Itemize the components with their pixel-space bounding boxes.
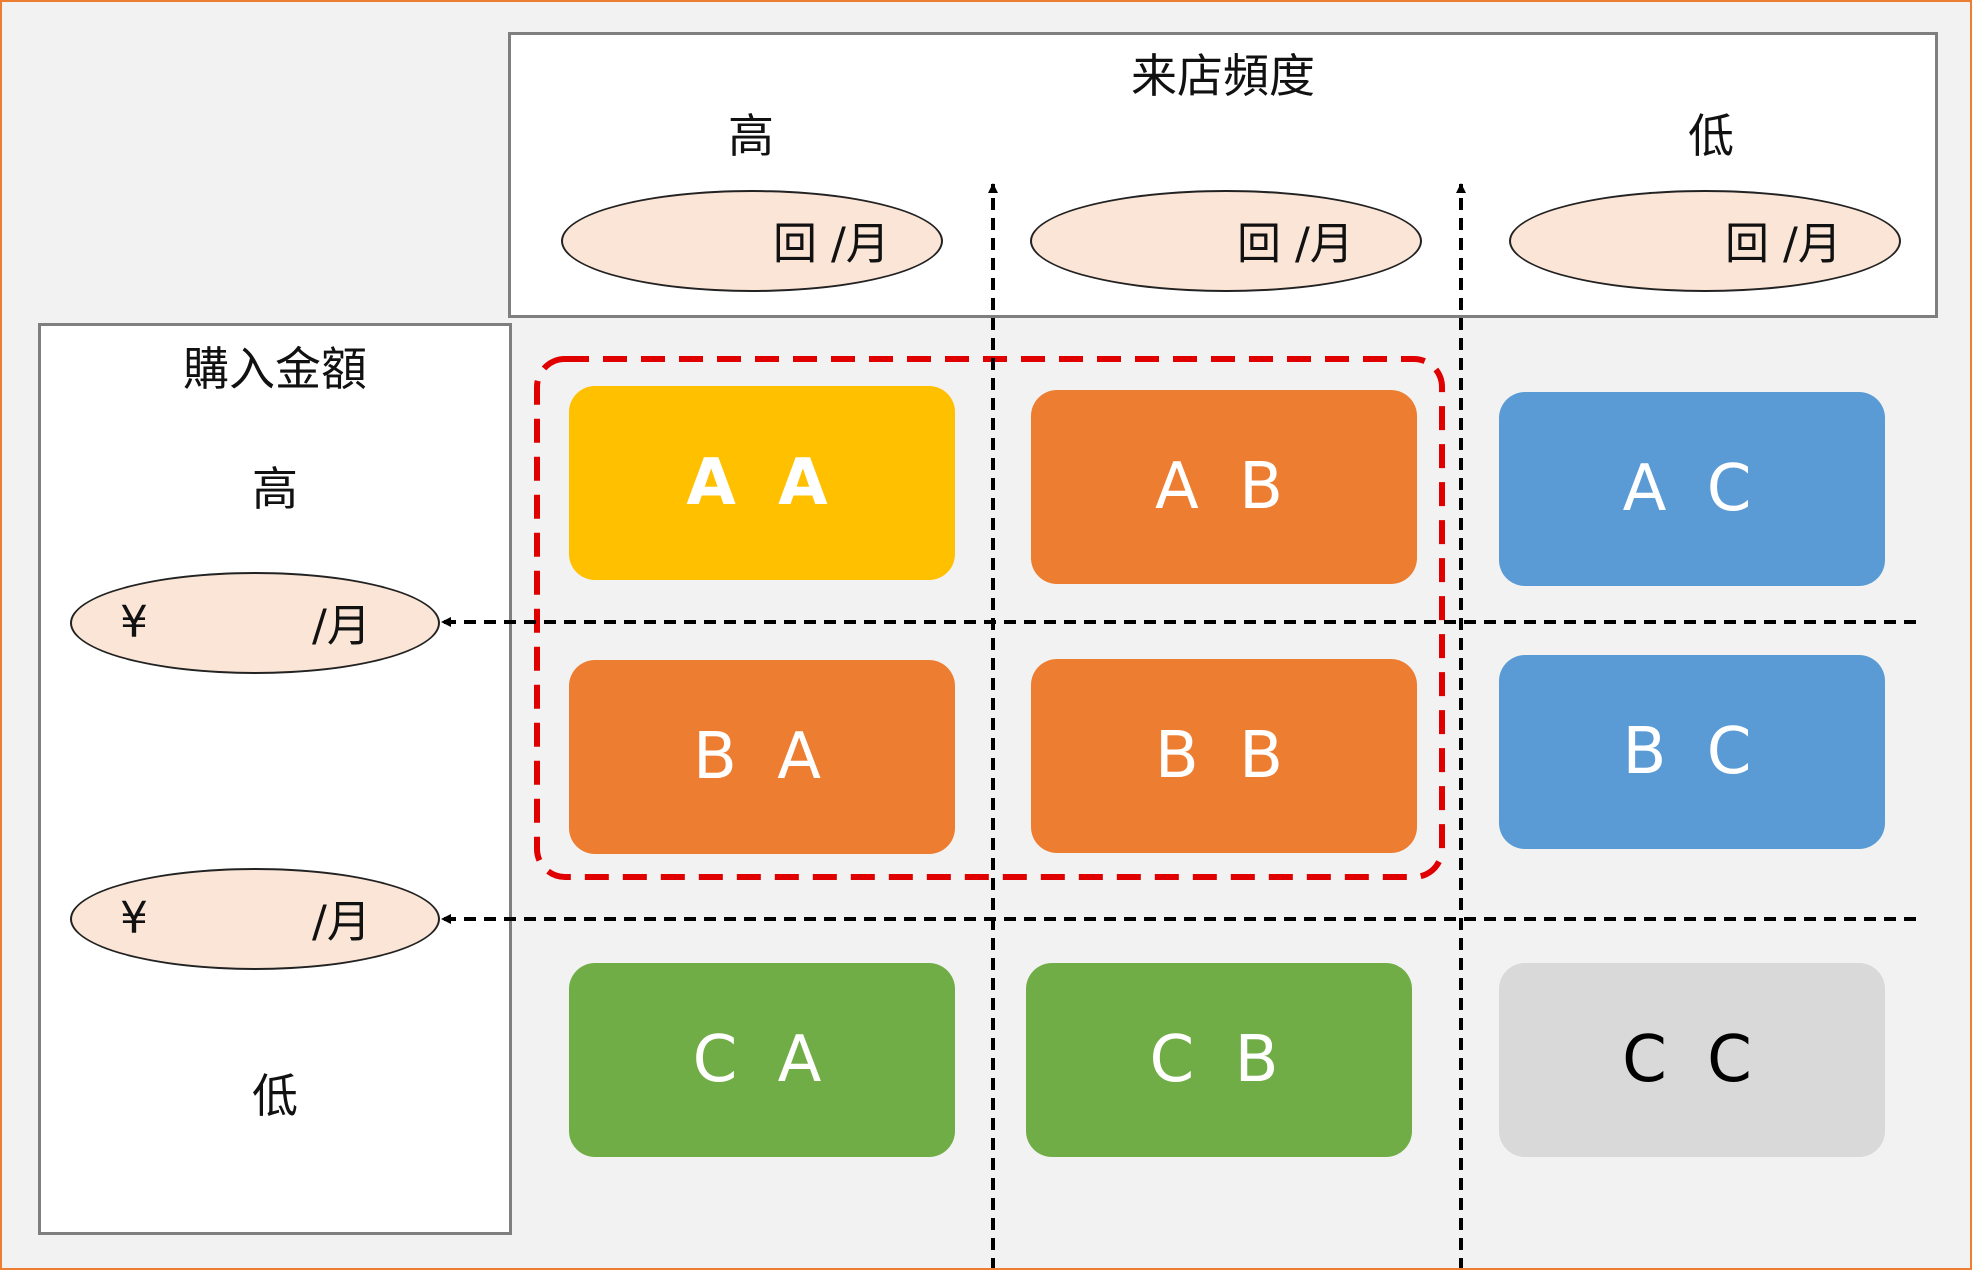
segment-aa-label: A A	[686, 446, 838, 520]
segment-cc[interactable]: C C	[1499, 963, 1885, 1157]
segment-ba[interactable]: B A	[569, 660, 955, 854]
segment-ac[interactable]: A C	[1499, 392, 1885, 586]
segment-cb-label: C B	[1149, 1023, 1289, 1097]
segment-ab-label: A B	[1154, 450, 1294, 524]
amount-low-label: 低	[252, 1069, 298, 1123]
amount-title: 購入金額	[183, 342, 367, 396]
frequency-low-label: 低	[1688, 109, 1734, 163]
amount-threshold-1-currency: ¥	[120, 596, 148, 648]
segment-ab[interactable]: A B	[1031, 390, 1417, 584]
frequency-threshold-2-unit: 回 /月	[1237, 218, 1354, 270]
frequency-threshold-2[interactable]: 回 /月	[1030, 190, 1422, 292]
segment-bc-label: B C	[1622, 715, 1762, 789]
amount-threshold-2-unit: /月	[312, 896, 371, 948]
segment-bb-label: B B	[1154, 719, 1294, 793]
segment-ac-label: A C	[1622, 452, 1762, 526]
frequency-threshold-3[interactable]: 回 /月	[1509, 190, 1901, 292]
segment-cb[interactable]: C B	[1026, 963, 1412, 1157]
segment-bc[interactable]: B C	[1499, 655, 1885, 849]
frequency-panel: 来店頻度 高 低 回 /月 回 /月 回 /月	[508, 32, 1938, 318]
segment-cc-label: C C	[1622, 1023, 1762, 1097]
segment-bb[interactable]: B B	[1031, 659, 1417, 853]
segment-aa[interactable]: A A	[569, 386, 955, 580]
amount-high-label: 高	[252, 462, 298, 516]
amount-panel: 購入金額 高 低	[38, 323, 512, 1235]
amount-threshold-2-currency: ¥	[120, 892, 148, 944]
segment-ca-label: C A	[692, 1023, 832, 1097]
segment-ca[interactable]: C A	[569, 963, 955, 1157]
frequency-threshold-3-unit: 回 /月	[1725, 218, 1842, 270]
amount-threshold-2[interactable]: ¥ /月	[70, 868, 440, 970]
amount-threshold-1-unit: /月	[312, 600, 371, 652]
highlight-frame	[534, 356, 1445, 880]
frequency-high-label: 高	[728, 109, 774, 163]
frequency-title: 来店頻度	[1131, 49, 1315, 103]
frequency-threshold-1[interactable]: 回 /月	[561, 190, 943, 292]
frequency-threshold-1-unit: 回 /月	[773, 218, 890, 270]
segment-ba-label: B A	[692, 720, 832, 794]
amount-threshold-1[interactable]: ¥ /月	[70, 572, 440, 674]
